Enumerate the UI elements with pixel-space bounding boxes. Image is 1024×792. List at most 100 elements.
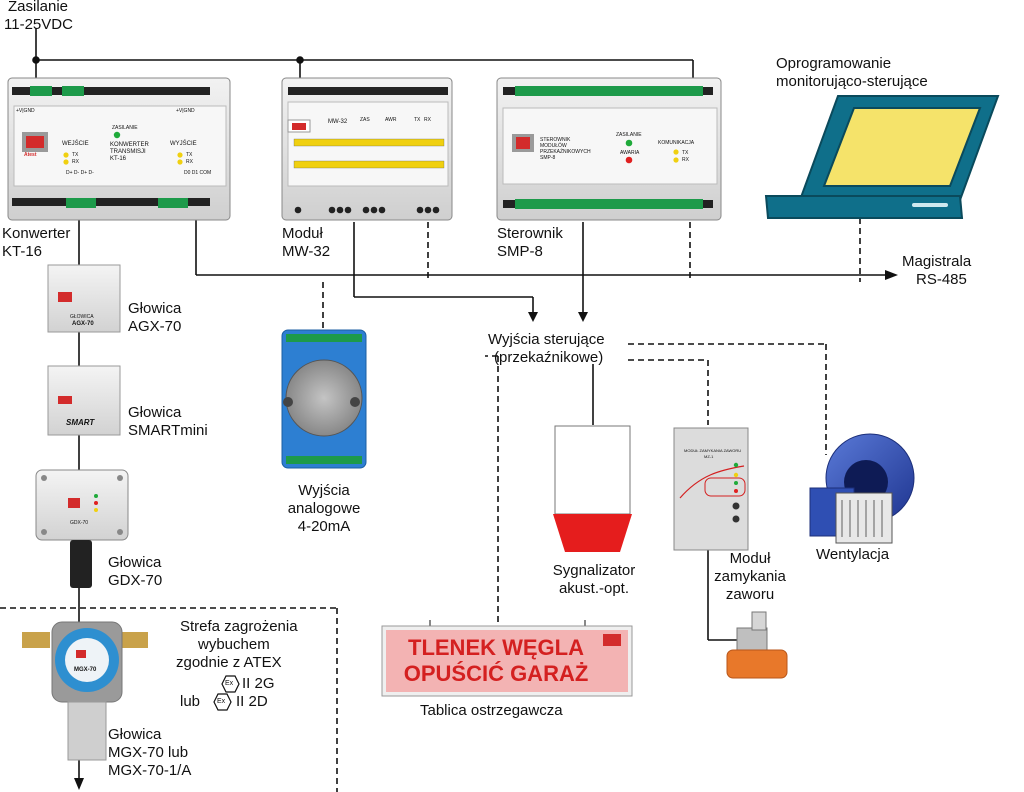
kt16-terminal-left: +V|GND — [16, 108, 35, 114]
smp8-zasilanie: ZASILANIE — [616, 132, 642, 138]
smp8-awaria: AWARIA — [620, 150, 640, 156]
ex-symbol-2d — [213, 693, 232, 711]
outputs-label-2: (przekaźnikowe) — [494, 349, 604, 366]
atex-line-2: wybuchem — [198, 636, 270, 653]
analog-label-1: Wyjścia — [298, 482, 350, 499]
smart-label-1: Głowica — [128, 404, 182, 421]
laptop-icon — [764, 95, 1000, 219]
atex-line-5: II 2D — [236, 693, 268, 710]
kt16-input-label: WEJŚCIE — [62, 141, 89, 147]
kt16-caption-1: Konwerter — [2, 225, 71, 242]
outputs-arrow-left — [528, 312, 538, 322]
kt16-bottom-terms-right: D0 D1 COM — [184, 170, 212, 176]
smp8-panel-4: SMP-8 — [540, 155, 556, 161]
siren-icon — [553, 425, 632, 552]
smp8-caption-2: SMP-8 — [497, 243, 543, 260]
analog-label-2: analogowe — [287, 500, 361, 517]
valve-module — [673, 427, 749, 551]
signal-label-1: Sygnalizator — [552, 562, 636, 579]
smp8-komunikacja: KOMUNIKACJA — [658, 140, 695, 146]
mw32-led-row — [293, 138, 445, 169]
outputs-arrow-right — [578, 312, 588, 322]
signal-label-2: akust.-opt. — [558, 580, 630, 597]
kt16-rx-right: RX — [186, 159, 193, 165]
mw32-caption-2: MW-32 — [282, 243, 331, 260]
outputs-label-1: Wyjścia sterujące — [488, 331, 605, 348]
software-label-2: monitorująco-sterujące — [776, 73, 928, 90]
analog-module — [281, 329, 367, 469]
kt16-output-label: WYJŚCIE — [170, 141, 197, 147]
kt16-brand: Atest — [24, 152, 37, 158]
power-label-2: 11-25VDC — [4, 16, 73, 33]
kt16-power-label: ZASILANIE — [112, 125, 138, 131]
valve-label-3: zaworu — [725, 586, 775, 603]
mw32-zas: ZAS — [360, 117, 370, 123]
valve-icon — [726, 611, 788, 679]
analog-label-3: 4-20mA — [297, 518, 351, 535]
kt16-title-2: TRANSMISJI — [110, 149, 146, 155]
mgx-arrow — [74, 778, 84, 790]
ex-symbol-2g — [221, 675, 240, 693]
atex-lub: lub — [180, 693, 201, 710]
kt16-title-3: KT-16 — [110, 156, 127, 162]
smp8-panel-1: STEROWNIK — [540, 137, 571, 143]
smp8-device — [496, 77, 722, 221]
kt16-rx-left: RX — [72, 159, 79, 165]
mgx-label-1: Głowica — [108, 726, 162, 743]
bus-arrow — [885, 270, 898, 280]
bus-label-2: RS-485 — [916, 271, 967, 288]
warning-board — [381, 620, 633, 697]
mw32-device — [281, 77, 453, 221]
kt16-terminal-right: +V|GND — [176, 108, 195, 114]
smp8-caption-1: Sterownik — [497, 225, 563, 242]
atex-line-3: zgodnie z ATEX — [176, 654, 282, 671]
kt16-tx-right: TX — [186, 152, 193, 158]
smart-label-2: SMARTmini — [128, 422, 208, 439]
wiring — [32, 28, 885, 780]
atex-line-1: Strefa zagrożenia — [180, 618, 298, 635]
software-label-1: Oprogramowanie — [776, 55, 892, 72]
fan-icon — [809, 433, 915, 544]
valve-label-2: zamykania — [714, 568, 786, 585]
kt16-device — [7, 77, 231, 221]
mgx-label-3: MGX-70-1/A — [108, 762, 192, 779]
kt16-caption-2: KT-16 — [2, 243, 43, 260]
mw32-rx: RX — [424, 117, 431, 123]
smart-device-label: SMART — [66, 418, 95, 427]
agx-label-1: Głowica — [128, 300, 182, 317]
mgx-device-label: MGX-70 — [74, 667, 97, 673]
mw32-caption-1: Moduł — [282, 225, 323, 242]
valve-device-title: MODUŁ ZAMYKANIA ZAWORU — [684, 448, 742, 453]
agx-device-label: AGX-70 — [72, 321, 94, 327]
mgx70-head — [22, 621, 148, 761]
ex-text-2g: Ex — [225, 680, 234, 687]
kt16-tx-left: TX — [72, 152, 79, 158]
smp8-tx: TX — [682, 150, 689, 156]
agx70-head — [47, 264, 121, 333]
valve-device-sub: MZ-1 — [704, 454, 714, 459]
smp8-panel-3: PRZEKAŹNIKOWYCH — [540, 149, 591, 155]
mgx-label-2: MGX-70 lub — [108, 744, 189, 761]
ex-text-2d: Ex — [217, 698, 226, 705]
smp8-rx: RX — [682, 157, 689, 163]
gdx-label-2: GDX-70 — [108, 572, 163, 589]
vent-label: Wentylacja — [816, 546, 890, 563]
board-line-1: TLENEK WĘGLA — [408, 635, 584, 660]
smartmini-head — [47, 365, 121, 436]
valve-label-1: Moduł — [729, 550, 771, 567]
board-caption: Tablica ostrzegawcza — [420, 702, 563, 719]
mw32-panel-title: MW-32 — [328, 119, 348, 125]
board-line-2: OPUŚCIĆ GARAŻ — [403, 661, 589, 686]
dashed-wiring — [0, 218, 861, 792]
smp8-panel-2: MODUŁÓW — [540, 143, 567, 149]
atex-line-4: II 2G — [242, 675, 275, 692]
gdx-label-1: Głowica — [108, 554, 162, 571]
agx-label-2: AGX-70 — [128, 318, 182, 335]
kt16-title-1: KONWERTER — [110, 142, 149, 148]
gdx70-head — [35, 469, 129, 588]
bus-label-1: Magistrala — [902, 253, 972, 270]
gdx-device-label: GDX-70 — [70, 520, 89, 526]
mw32-awr: AWR — [385, 117, 397, 123]
power-label-1: Zasilanie — [8, 0, 69, 15]
